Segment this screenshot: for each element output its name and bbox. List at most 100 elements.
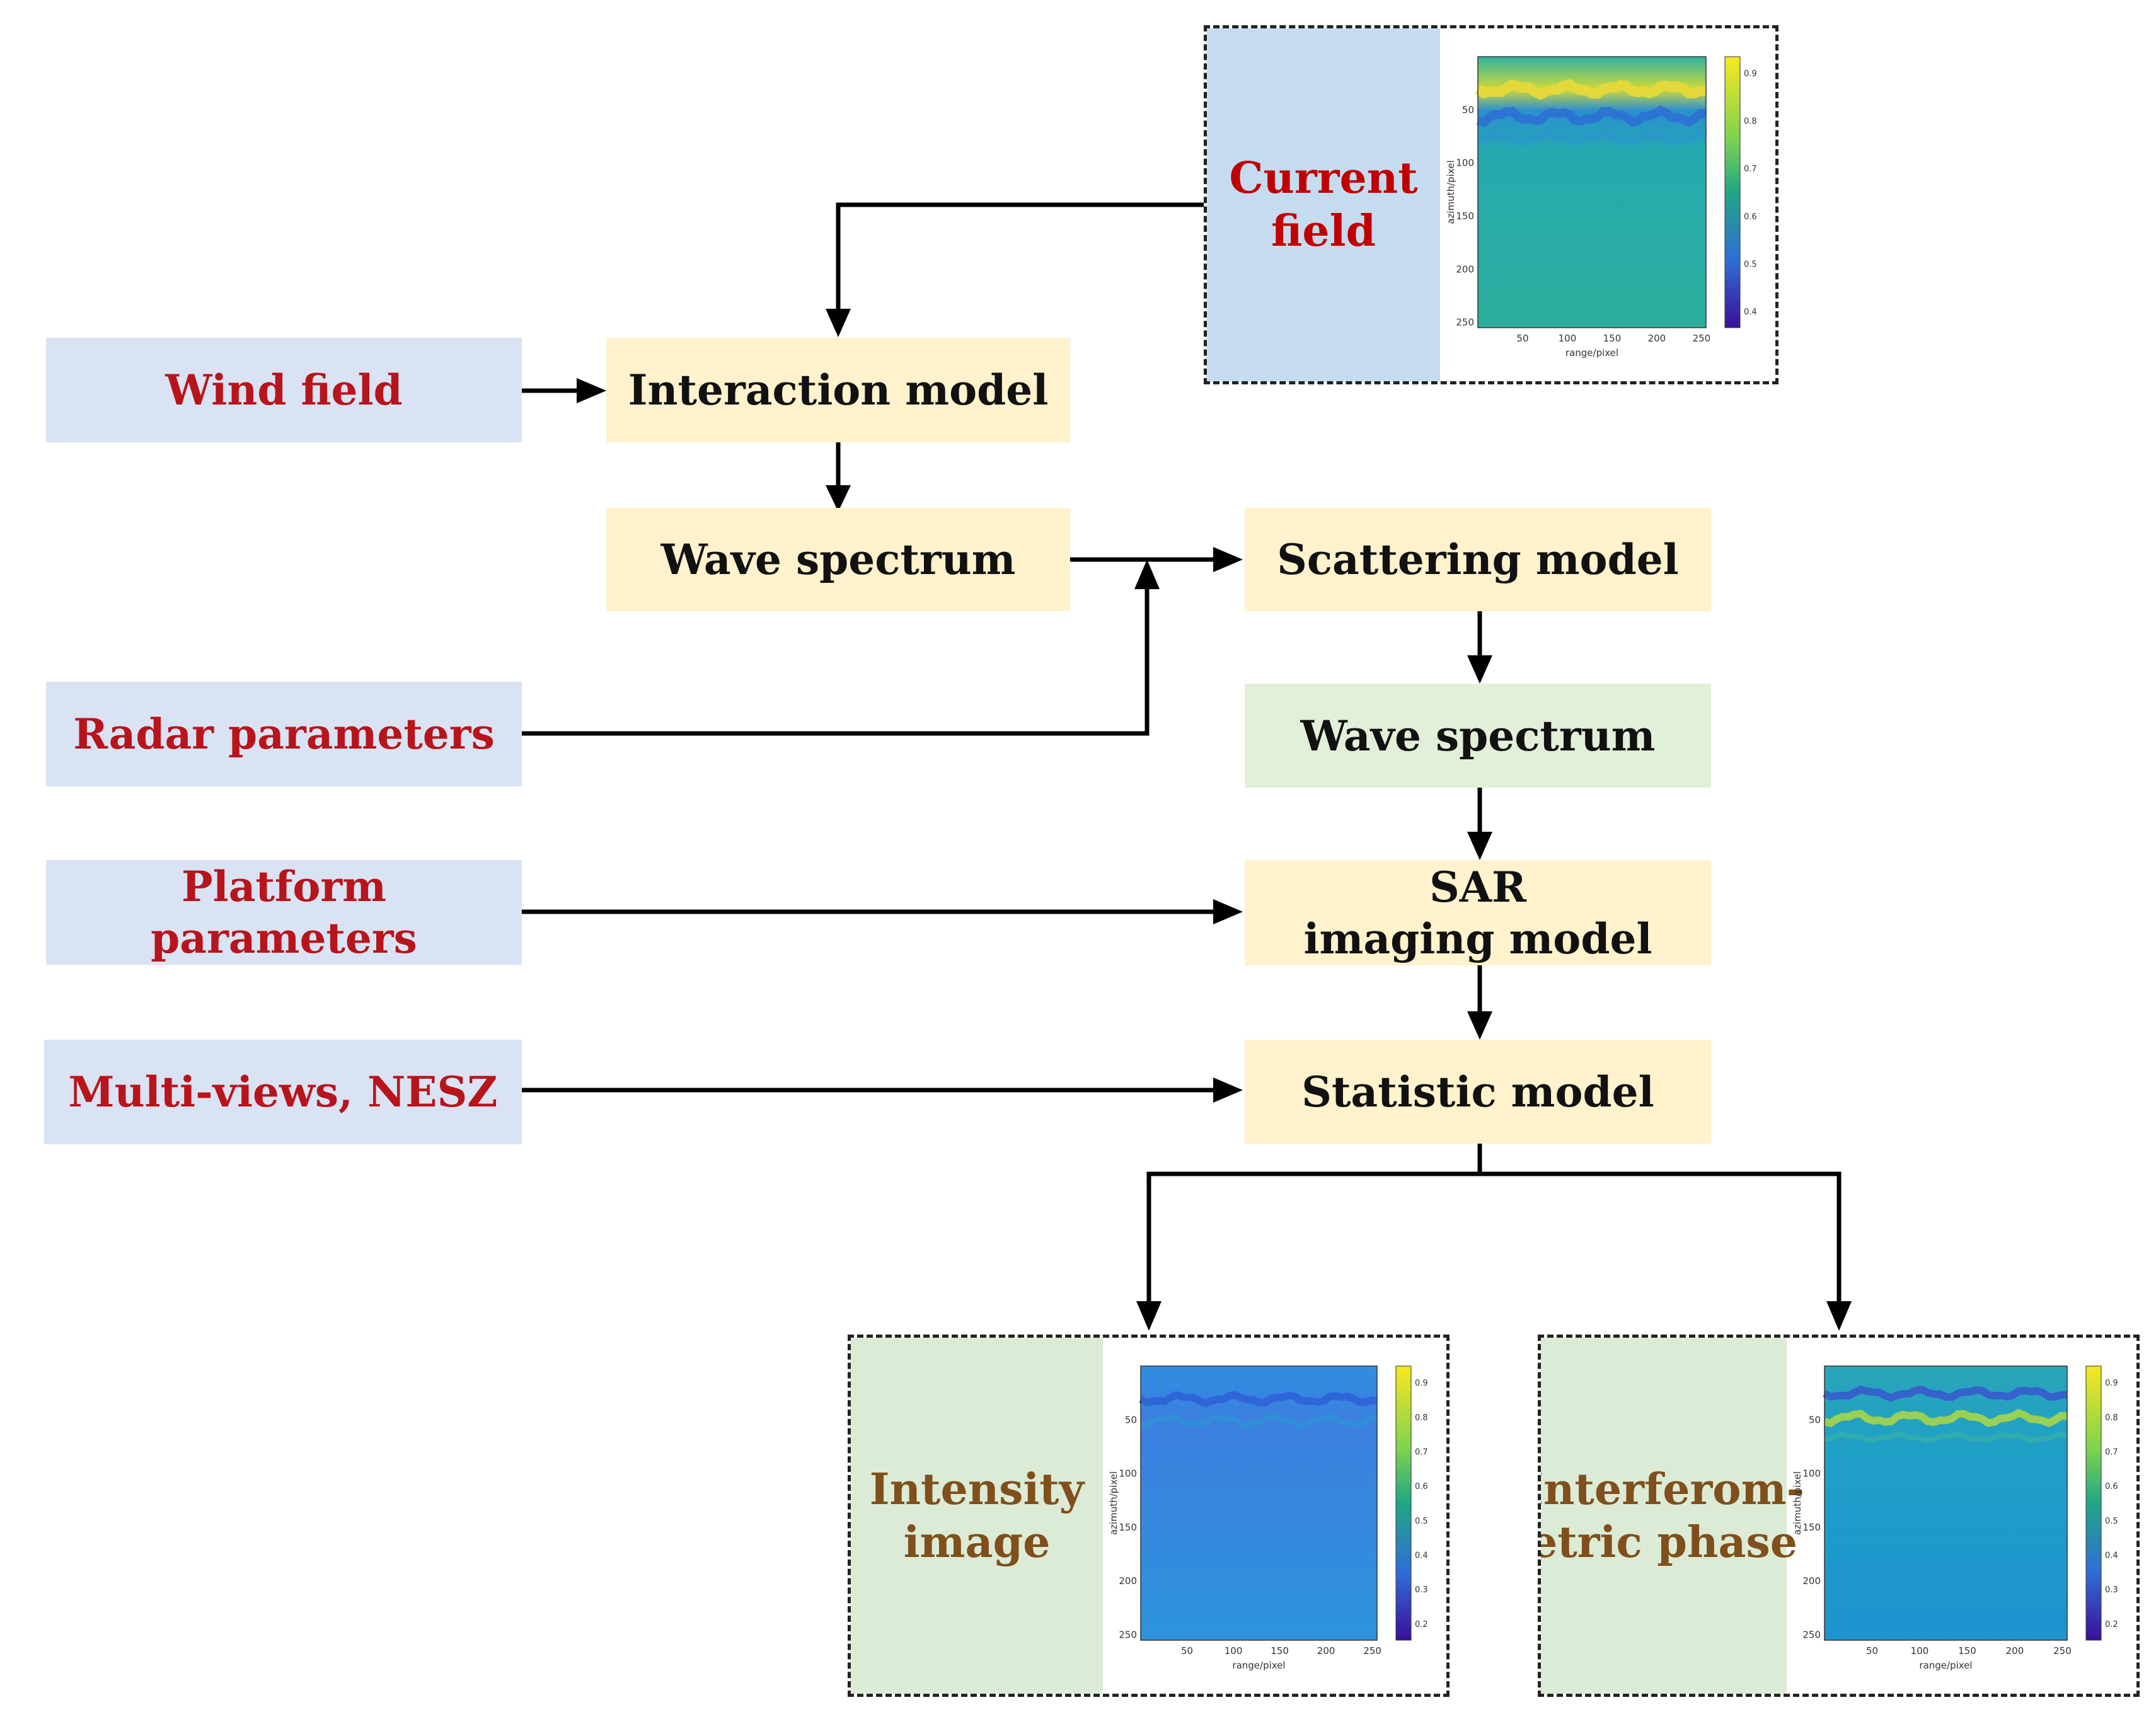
colorbar-tick-label: 0.5 (2105, 1517, 2118, 1526)
y-tick-label: 200 (1456, 263, 1474, 275)
radar-parameters-box: Radar parameters (46, 682, 522, 786)
x-tick-label: 100 (1911, 1645, 1929, 1657)
colorbar-tick-label: 0.2 (2105, 1620, 2118, 1629)
multi-views-label: Multi-views, NESZ (68, 1067, 498, 1117)
arrowhead (1467, 655, 1492, 684)
statistic-model-box: Statistic model (1245, 1040, 1711, 1144)
arrow-statistic-to-phase (1480, 1171, 1842, 1301)
sar-label-line2: imaging model (1303, 914, 1652, 963)
sar-imaging-model-box: SAR imaging model (1245, 860, 1711, 965)
plot-band (1476, 105, 1707, 127)
y-tick-label: 50 (1809, 1414, 1821, 1425)
interaction-model-label: Interaction model (628, 365, 1049, 415)
colorbar-tick-label: 0.9 (2105, 1379, 2118, 1388)
y-tick-label: 250 (1802, 1629, 1821, 1640)
colorbar-tick-label: 0.3 (1415, 1585, 1428, 1595)
x-tick-label: 50 (1516, 333, 1528, 344)
plot-band (1824, 1431, 2068, 1444)
colorbar-tick-label: 0.7 (2105, 1447, 2118, 1457)
colorbar (2085, 1365, 2102, 1641)
wind-field-label: Wind field (165, 365, 403, 415)
colorbar-tick-label: 0.8 (2105, 1413, 2118, 1423)
y-tick-label: 50 (1125, 1414, 1137, 1425)
platform-parameters-label: Platform parameters (151, 862, 417, 963)
plot-band (1477, 130, 1707, 146)
interaction-model-box: Interaction model (606, 338, 1070, 442)
y-axis-label: azimuth/pixel (1108, 1471, 1119, 1535)
y-tick-label: 100 (1802, 1468, 1821, 1479)
arrowhead (577, 378, 606, 403)
arrowhead (1467, 832, 1492, 860)
colorbar-tick-label: 0.6 (1415, 1482, 1428, 1491)
plot-band (1823, 1385, 2068, 1402)
x-tick-label: 200 (2006, 1645, 2024, 1657)
y-tick-label: 150 (1119, 1522, 1137, 1533)
x-tick-label: 150 (1603, 333, 1622, 344)
plot-field (1478, 57, 1706, 328)
x-axis-label: range/pixel (1919, 1660, 1972, 1671)
x-axis-label: range/pixel (1565, 347, 1618, 359)
plot-frame (1140, 1365, 1378, 1641)
colorbar (1724, 56, 1741, 328)
plot-band (1140, 1413, 1378, 1429)
x-tick-label: 150 (1271, 1645, 1289, 1657)
arrow-current-to-interaction (836, 202, 1207, 309)
arrowhead (1213, 547, 1243, 572)
multi-views-box: Multi-views, NESZ (44, 1040, 522, 1144)
interferometric-phase-label: Interferom- etric phase (1541, 1338, 1804, 1694)
colorbar (1395, 1365, 1412, 1641)
scattering-model-box: Scattering model (1245, 508, 1711, 611)
plot-frame (1824, 1365, 2068, 1641)
current-field-label: Current field (1207, 28, 1440, 381)
intensity-image-label: Intensity image (851, 1338, 1103, 1694)
x-tick-label: 250 (1693, 333, 1711, 344)
colorbar-tick-label: 0.9 (1744, 69, 1757, 79)
colorbar-tick-label: 0.7 (1415, 1447, 1428, 1457)
y-axis-label: azimuth/pixel (1792, 1471, 1803, 1535)
x-tick-label: 100 (1225, 1645, 1243, 1657)
colorbar-tick-label: 0.5 (1744, 260, 1757, 270)
wind-field-box: Wind field (46, 338, 522, 442)
colorbar-tick-label: 0.8 (1744, 117, 1757, 126)
arrowhead (1467, 1011, 1492, 1040)
y-tick-label: 50 (1462, 104, 1474, 115)
sar-label-line1: SAR (1429, 862, 1526, 912)
plot-band (1823, 1408, 2068, 1428)
x-axis-label: range/pixel (1232, 1660, 1285, 1671)
arrow-statistic-to-intensity (1146, 1144, 1482, 1301)
y-tick-label: 250 (1119, 1629, 1137, 1640)
colorbar-tick-label: 0.4 (1744, 307, 1757, 317)
plot-band (1475, 79, 1707, 100)
colorbar-tick-label: 0.2 (1415, 1620, 1428, 1629)
x-tick-label: 50 (1181, 1645, 1193, 1657)
colorbar-tick-label: 0.4 (1415, 1551, 1428, 1561)
x-tick-label: 250 (1363, 1645, 1381, 1657)
platform-parameters-box: Platform parameters (46, 860, 522, 965)
radar-parameters-label: Radar parameters (73, 710, 495, 759)
arrowhead (1213, 899, 1243, 924)
plot-frame (1477, 56, 1707, 328)
y-tick-label: 200 (1119, 1575, 1137, 1587)
colorbar-tick-label: 0.8 (1415, 1413, 1428, 1423)
arrowhead (1136, 1301, 1162, 1331)
plot-field (1141, 1366, 1377, 1640)
wave-spectrum-label: Wave spectrum (660, 535, 1016, 584)
arrow-radar-to-junction (522, 589, 1150, 736)
plot-band (1139, 1391, 1378, 1408)
statistic-model-label: Statistic model (1301, 1067, 1654, 1117)
wave-spectrum-box: Wave spectrum (606, 508, 1070, 611)
colorbar-tick-label: 0.6 (2105, 1482, 2118, 1491)
x-tick-label: 50 (1866, 1645, 1878, 1657)
colorbar-tick-label: 0.7 (1744, 164, 1757, 174)
colorbar-tick-label: 0.5 (1415, 1517, 1428, 1526)
scattering-model-label: Scattering model (1277, 535, 1679, 584)
colorbar-tick-label: 0.4 (2105, 1551, 2118, 1561)
y-tick-label: 100 (1456, 158, 1474, 169)
y-tick-label: 200 (1802, 1575, 1821, 1587)
x-tick-label: 200 (1648, 333, 1666, 344)
